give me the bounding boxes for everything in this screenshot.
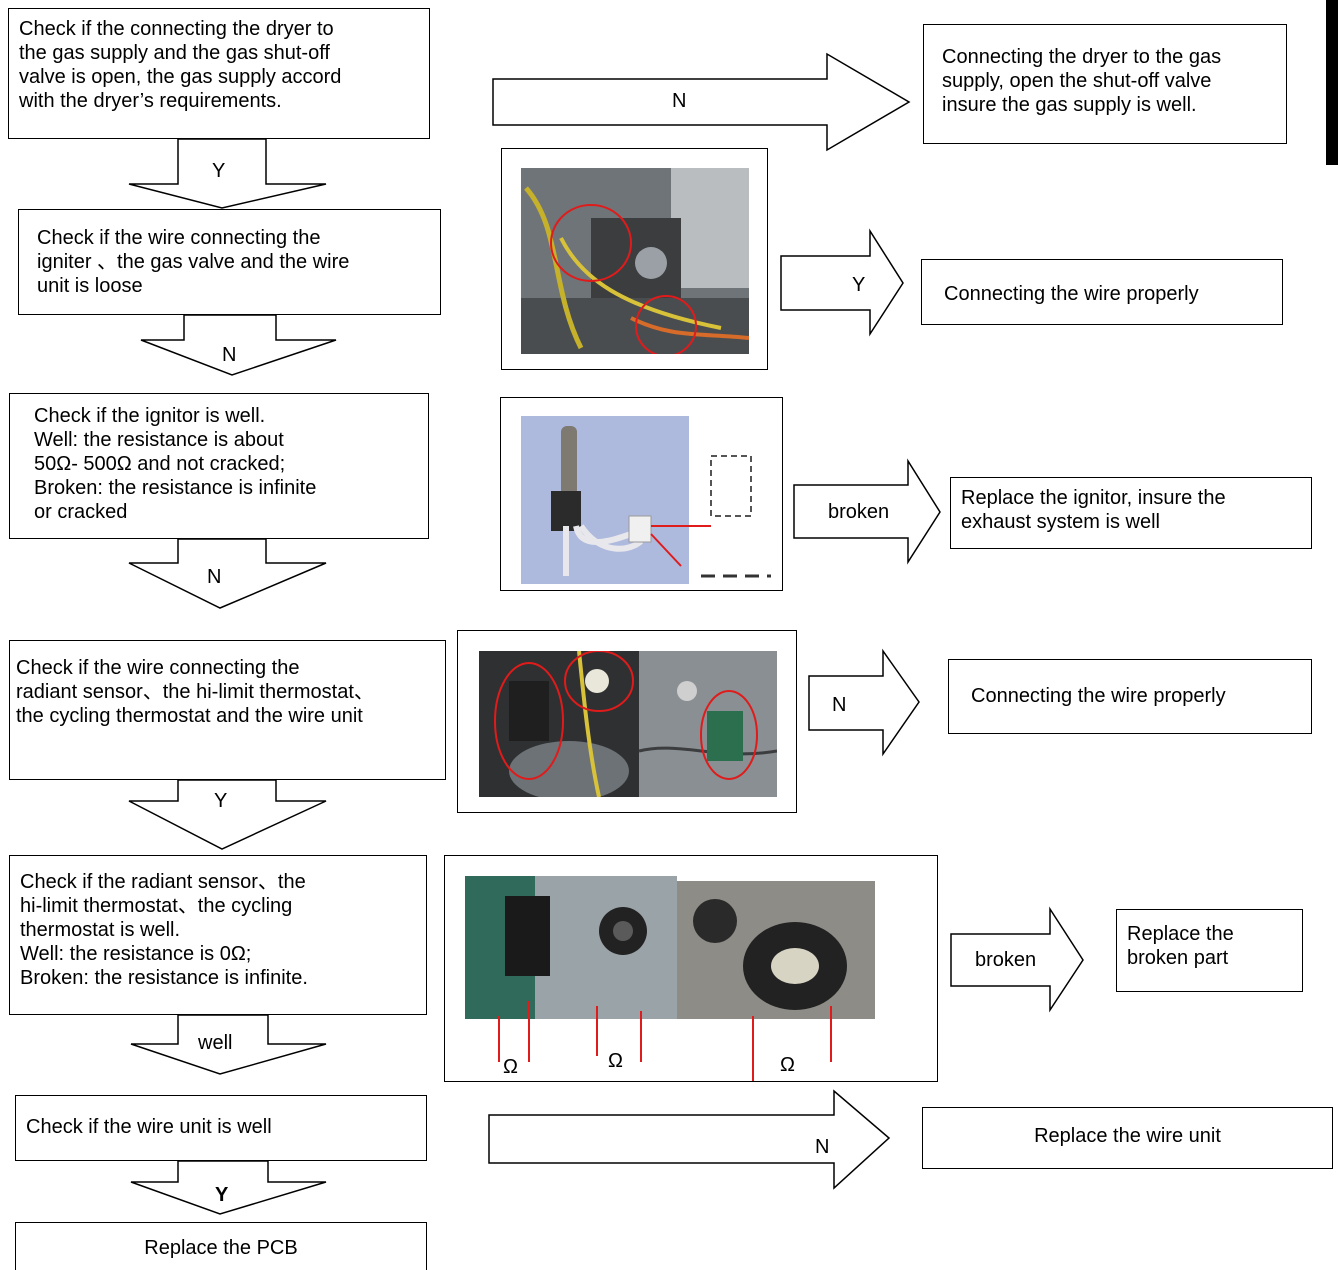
ohm-label-2: Ω <box>608 1050 623 1072</box>
action-connect-wire-2-text: Connecting the wire properly <box>971 685 1226 707</box>
arrow-right-n-1 <box>492 52 911 152</box>
action-replace-pcb-text: Replace the PCB <box>144 1237 298 1259</box>
arrow-label-y-1: Y <box>212 160 226 182</box>
photo-frame-thermostats <box>444 855 938 1082</box>
arrow-down-n-2 <box>140 314 337 376</box>
annotation-circle <box>700 690 758 780</box>
step-check-gas-supply: Check if the connecting the dryer to the… <box>8 8 430 139</box>
action-connect-wire-1: Connecting the wire properly <box>921 259 1283 325</box>
action-replace-broken-part-text: Replace the broken part <box>1127 923 1234 969</box>
step-check-ignitor: Check if the ignitor is well. Well: the … <box>9 393 429 539</box>
photo-thermostats <box>465 876 875 1019</box>
annotation-circle <box>635 295 697 354</box>
action-connect-gas-text: Connecting the dryer to the gas supply, … <box>942 46 1222 116</box>
arrow-right-broken-3 <box>793 458 941 565</box>
arrow-right-n-4 <box>808 648 920 757</box>
action-connect-gas: Connecting the dryer to the gas supply, … <box>923 24 1287 144</box>
arrow-right-n-6 <box>488 1089 891 1190</box>
step-check-sensor-wires-text: Check if the wire connecting the radiant… <box>16 657 374 727</box>
step-check-ignitor-text: Check if the ignitor is well. Well: the … <box>34 405 317 523</box>
arrow-label-broken-3: broken <box>828 501 890 523</box>
annotation-circle <box>494 662 564 780</box>
arrow-label-n-1: N <box>672 90 687 112</box>
arrow-down-n-3 <box>128 538 327 609</box>
step-check-igniter-wires: Check if the wire connecting the igniter… <box>18 209 441 315</box>
arrow-down-y-6 <box>130 1160 327 1215</box>
step-check-gas-supply-text: Check if the connecting the dryer to the… <box>19 18 342 112</box>
photo-gas-valve-wiring <box>521 168 749 354</box>
annotation-circle <box>564 651 634 712</box>
arrow-label-y-4: Y <box>214 790 228 812</box>
arrow-down-y-1 <box>128 138 327 209</box>
annotation-circle <box>550 204 632 282</box>
action-replace-wire-unit-text: Replace the wire unit <box>1034 1125 1221 1147</box>
action-connect-wire-1-text: Connecting the wire properly <box>944 283 1199 305</box>
step-check-igniter-wires-text: Check if the wire connecting the igniter… <box>37 227 350 297</box>
photo-frame-sensor-wiring <box>457 630 797 813</box>
action-replace-pcb: Replace the PCB <box>15 1222 427 1270</box>
photo-frame-gas-valve <box>501 148 768 370</box>
step-check-wire-unit-text: Check if the wire unit is well <box>26 1116 272 1138</box>
photo-sensor-wiring <box>479 651 777 797</box>
step-check-sensor-wires: Check if the wire connecting the radiant… <box>9 640 446 780</box>
photo-ignitor <box>521 416 773 584</box>
action-replace-ignitor-text: Replace the ignitor, insure the exhaust … <box>961 487 1226 533</box>
action-replace-broken-part: Replace the broken part <box>1116 909 1303 992</box>
step-check-sensor-resistance: Check if the radiant sensor、the hi-limit… <box>9 855 427 1015</box>
arrow-label-y-6: Y <box>215 1184 229 1206</box>
arrow-down-well-5 <box>130 1014 327 1075</box>
action-replace-ignitor: Replace the ignitor, insure the exhaust … <box>950 477 1312 549</box>
ohm-label-1: Ω <box>503 1056 518 1078</box>
photo-frame-ignitor <box>500 397 783 591</box>
step-check-sensor-resistance-text: Check if the radiant sensor、the hi-limit… <box>20 871 308 989</box>
ohm-label-3: Ω <box>780 1054 795 1076</box>
action-connect-wire-2: Connecting the wire properly <box>948 659 1312 734</box>
step-check-wire-unit: Check if the wire unit is well <box>15 1095 427 1161</box>
action-replace-wire-unit: Replace the wire unit <box>922 1107 1333 1169</box>
arrow-down-y-4 <box>128 779 327 850</box>
arrow-label-n-2: N <box>222 344 237 366</box>
arrow-right-broken-5 <box>950 906 1084 1013</box>
arrow-label-well-5: well <box>198 1032 233 1054</box>
arrow-label-broken-5: broken <box>975 949 1037 971</box>
arrow-right-y-2 <box>780 228 904 337</box>
arrow-label-n-6: N <box>815 1136 830 1158</box>
arrow-label-y-2: Y <box>852 274 866 296</box>
arrow-label-n-4: N <box>832 694 847 716</box>
ohm-probe-lines <box>498 1001 832 1081</box>
arrow-label-n-3: N <box>207 566 222 588</box>
page-edge-tab <box>1326 0 1338 165</box>
